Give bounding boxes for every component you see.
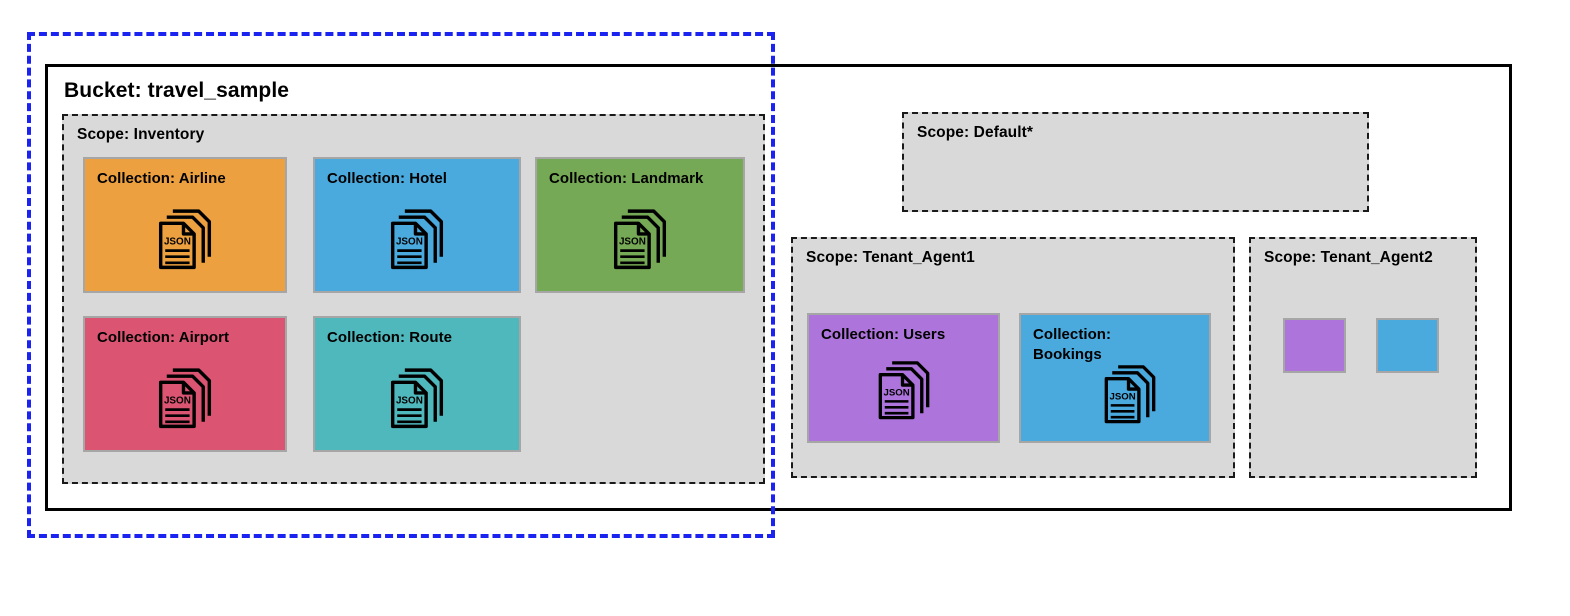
svg-text:JSON: JSON (396, 237, 423, 248)
svg-text:JSON: JSON (1110, 391, 1136, 402)
scope-default[interactable]: Scope: Default* (902, 112, 1369, 212)
scope-default-title: Scope: Default* (917, 124, 1034, 141)
collection-card-airline[interactable]: Collection: Airline JSON (83, 157, 287, 293)
collection-label: Collection: Route (327, 329, 453, 346)
bucket-title: Bucket: travel_sample (64, 79, 290, 102)
svg-text:JSON: JSON (164, 396, 191, 407)
collection-label: Collection: Users (821, 326, 946, 343)
json-documents-icon: JSON (379, 361, 455, 442)
collection-label: Collection: Hotel (327, 170, 448, 187)
svg-text:JSON: JSON (164, 237, 191, 248)
collection-swatch-purple[interactable] (1283, 318, 1346, 373)
json-documents-icon: JSON (379, 202, 455, 283)
collection-card-route[interactable]: Collection: Route JSON (313, 316, 521, 452)
collection-card-landmark[interactable]: Collection: Landmark JSON (535, 157, 745, 293)
json-documents-icon: JSON (602, 202, 678, 283)
scope-inventory-title: Scope: Inventory (77, 126, 205, 143)
scope-tenant-agent2[interactable]: Scope: Tenant_Agent2 (1249, 237, 1477, 478)
scope-tenant-agent1-title: Scope: Tenant_Agent1 (806, 249, 975, 266)
collection-card-bookings[interactable]: Collection: Bookings JSON (1019, 313, 1211, 443)
json-documents-icon: JSON (867, 354, 941, 433)
svg-text:JSON: JSON (883, 387, 909, 398)
collection-label: Collection: Landmark (549, 170, 704, 187)
json-documents-icon: JSON (147, 202, 223, 283)
svg-text:JSON: JSON (396, 396, 423, 407)
svg-text:JSON: JSON (619, 237, 646, 248)
json-documents-icon: JSON (147, 361, 223, 442)
scope-tenant-agent2-title: Scope: Tenant_Agent2 (1264, 249, 1433, 266)
collection-label: Collection: Airport (97, 329, 230, 346)
collection-card-users[interactable]: Collection: Users JSON (807, 313, 1000, 443)
collection-swatch-blue[interactable] (1376, 318, 1439, 373)
collection-card-airport[interactable]: Collection: Airport JSON (83, 316, 287, 452)
json-documents-icon: JSON (1093, 358, 1167, 437)
collection-label: Collection: Airline (97, 170, 226, 187)
collection-label: Collection: Bookings (1033, 326, 1112, 364)
collection-card-hotel[interactable]: Collection: Hotel JSON (313, 157, 521, 293)
